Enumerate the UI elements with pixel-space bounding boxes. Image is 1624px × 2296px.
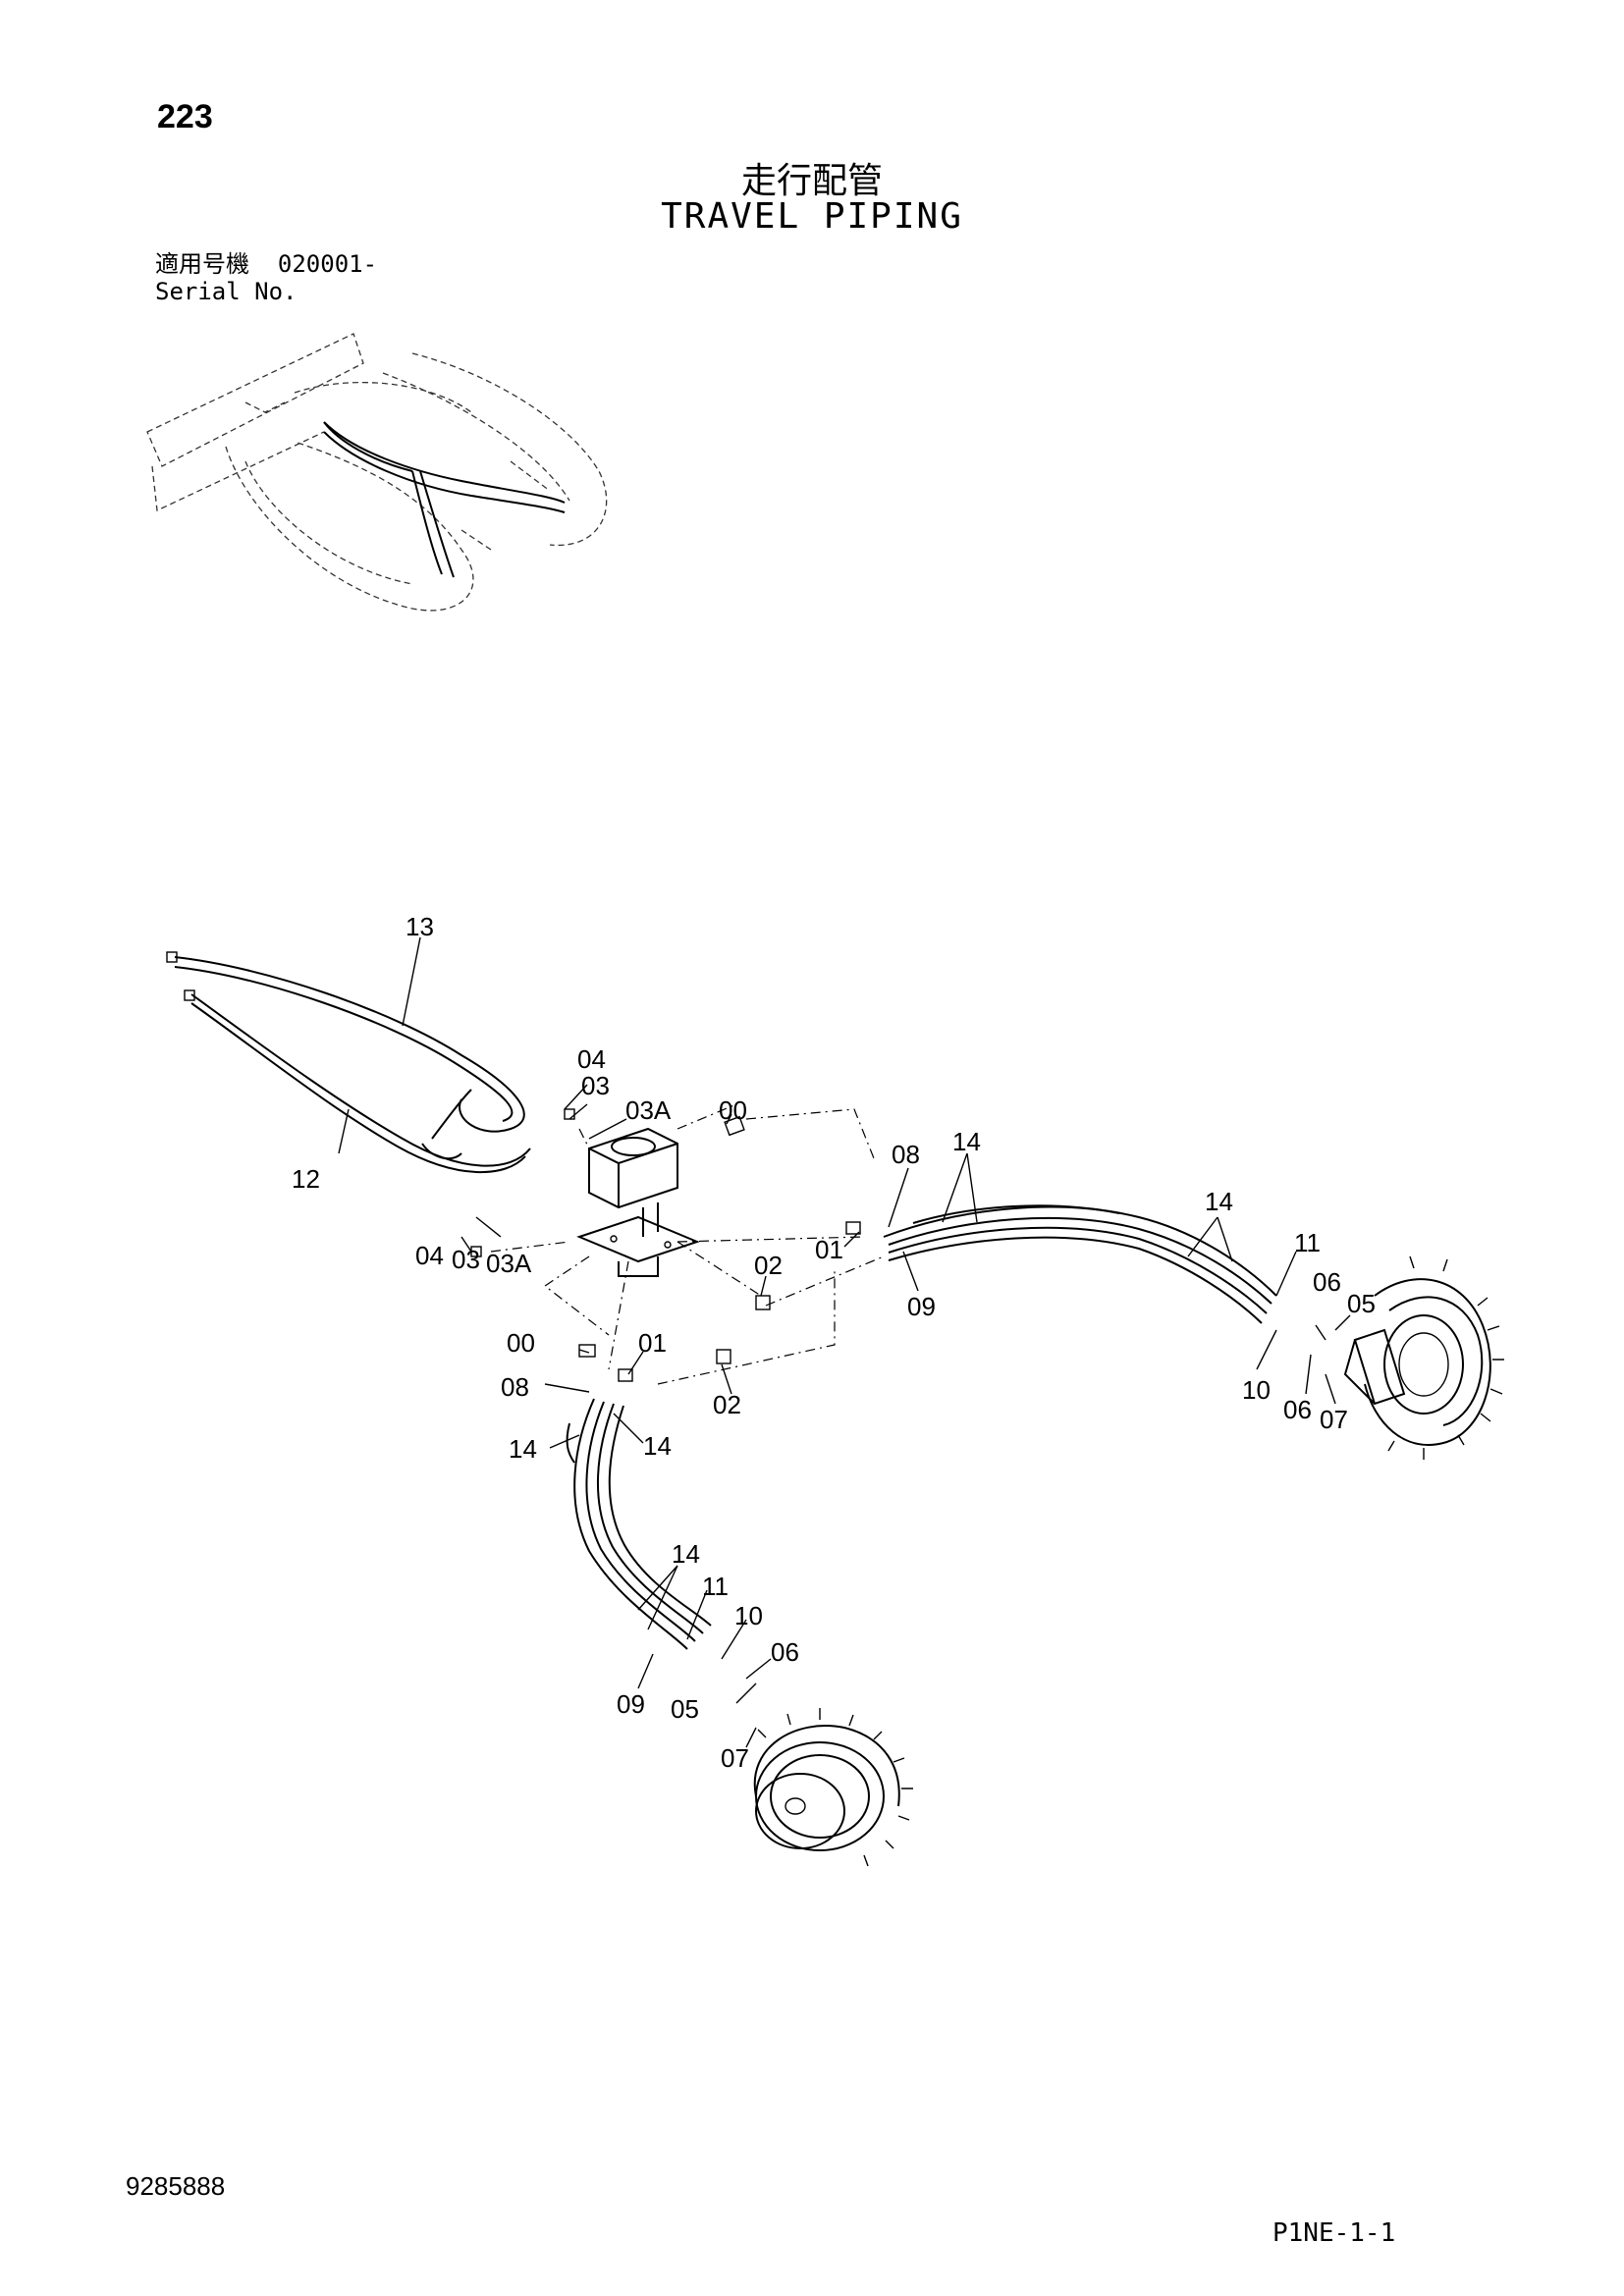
dashed-connection-lines bbox=[490, 1103, 885, 1385]
page-code: P1NE-1-1 bbox=[1272, 2218, 1396, 2248]
callout-06-right-lower: 06 bbox=[1283, 1395, 1312, 1424]
serial-value: 020001- bbox=[277, 250, 378, 278]
overview-machine-sketch bbox=[146, 333, 608, 612]
callout-09-upper: 09 bbox=[907, 1292, 936, 1321]
callout-03A-lower: 03A bbox=[486, 1249, 532, 1278]
callout-04-upper: 04 bbox=[577, 1044, 606, 1074]
callout-14-right: 14 bbox=[1205, 1187, 1233, 1216]
callout-06-left: 06 bbox=[771, 1637, 799, 1667]
hose-12-13 bbox=[166, 951, 531, 1174]
callout-12: 12 bbox=[292, 1164, 320, 1194]
callout-11-right: 11 bbox=[1294, 1228, 1321, 1257]
callout-03-upper: 03 bbox=[581, 1071, 610, 1100]
callout-03A-upper: 03A bbox=[625, 1095, 672, 1125]
callout-14-left-c: 14 bbox=[672, 1539, 700, 1569]
callout-14-left-a: 14 bbox=[509, 1434, 537, 1464]
callout-08-upper: 08 bbox=[892, 1140, 920, 1169]
callout-07-left: 07 bbox=[721, 1743, 749, 1773]
callout-05-right: 05 bbox=[1347, 1289, 1376, 1318]
callout-11-left: 11 bbox=[702, 1572, 729, 1601]
callout-01-upper: 01 bbox=[815, 1235, 843, 1264]
callout-01-lower: 01 bbox=[638, 1328, 667, 1358]
center-joint bbox=[576, 1127, 700, 1277]
callout-05-left: 05 bbox=[671, 1694, 699, 1724]
title-japanese: 走行配管 bbox=[740, 161, 883, 201]
serial-label-jp: 適用号機 bbox=[155, 250, 249, 278]
callout-02-upper: 02 bbox=[754, 1251, 783, 1280]
callout-13: 13 bbox=[406, 912, 434, 941]
document-number: 9285888 bbox=[126, 2171, 226, 2201]
sprocket-right bbox=[1343, 1255, 1504, 1460]
callout-09-left: 09 bbox=[617, 1689, 645, 1719]
callout-14-upper: 14 bbox=[952, 1127, 981, 1156]
sprocket-left bbox=[753, 1708, 913, 1867]
serial-block: 適用号機 020001- Serial No. bbox=[155, 250, 377, 305]
hoses-14-left bbox=[566, 1398, 712, 1650]
callout-07-right: 07 bbox=[1320, 1405, 1348, 1434]
page-number: 223 bbox=[157, 98, 213, 135]
callout-06-right-upper: 06 bbox=[1313, 1267, 1341, 1297]
hoses-14-right bbox=[883, 1204, 1277, 1324]
callout-02-lower: 02 bbox=[713, 1390, 741, 1419]
serial-label-en: Serial No. bbox=[155, 278, 298, 305]
callout-00-upper: 00 bbox=[719, 1095, 747, 1125]
serial-row-jp: 適用号機 020001- bbox=[155, 250, 377, 278]
callout-03-lower: 03 bbox=[452, 1245, 480, 1274]
title-english: TRAVEL PIPING bbox=[661, 196, 963, 237]
callout-10-right: 10 bbox=[1242, 1375, 1271, 1405]
callout-14-left-b: 14 bbox=[643, 1431, 672, 1461]
leader-lines bbox=[338, 936, 1351, 1748]
callout-00-lower: 00 bbox=[507, 1328, 535, 1358]
callout-08-lower: 08 bbox=[501, 1372, 529, 1402]
callout-04-lower: 04 bbox=[415, 1241, 444, 1270]
callout-10-left: 10 bbox=[734, 1601, 763, 1630]
